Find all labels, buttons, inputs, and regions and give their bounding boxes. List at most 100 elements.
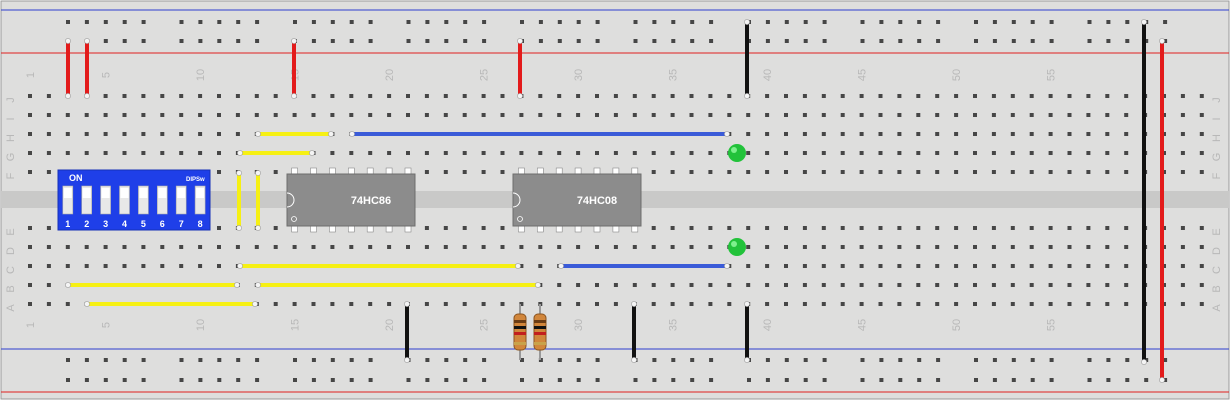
dip-toggle[interactable] [194, 185, 206, 215]
hole [784, 39, 789, 43]
hole [935, 302, 940, 306]
hole [859, 226, 864, 230]
hole [860, 39, 865, 43]
hole [765, 39, 770, 43]
resistor-1[interactable] [513, 304, 527, 360]
hole [368, 20, 373, 24]
row-letter: J [5, 97, 17, 103]
hole [1029, 226, 1034, 230]
hole [1124, 113, 1129, 117]
hole [443, 170, 448, 174]
row-letter: C [1211, 266, 1223, 274]
hole [992, 378, 997, 382]
hole [425, 39, 430, 43]
dip-toggle[interactable] [100, 185, 111, 215]
hole [1030, 20, 1035, 24]
hole [803, 39, 808, 43]
hole [916, 113, 921, 117]
hole [273, 113, 278, 117]
hole [557, 302, 562, 306]
hole [935, 170, 940, 174]
dip-toggle[interactable] [157, 185, 168, 215]
hole [821, 245, 826, 249]
row-letter: E [1211, 228, 1223, 235]
row-letter: D [1211, 247, 1223, 255]
chip-74hc08[interactable]: 74HC08 [512, 167, 642, 233]
hole [443, 113, 448, 117]
hole [936, 20, 941, 24]
hole [235, 94, 240, 98]
hole [708, 283, 713, 287]
hole [1199, 283, 1204, 287]
hole [160, 264, 165, 268]
dip-toggle[interactable] [119, 185, 130, 215]
hole [519, 245, 524, 249]
hole [368, 358, 373, 362]
hole [1105, 245, 1110, 249]
hole [576, 20, 581, 24]
hole [179, 264, 184, 268]
hole [973, 151, 977, 155]
hole [1124, 302, 1129, 306]
hole [1029, 151, 1034, 155]
column-number: 5 [101, 72, 113, 78]
chip-74hc86[interactable]: 74HC86 [286, 167, 416, 233]
hole [103, 39, 108, 43]
hole [974, 358, 978, 362]
hole [538, 151, 543, 155]
hole [179, 245, 184, 249]
hole [917, 358, 922, 362]
led-lower[interactable] [728, 238, 746, 256]
dip-switch-number: 8 [198, 219, 203, 229]
hole [765, 283, 770, 287]
hole [822, 358, 827, 362]
hole [1086, 170, 1091, 174]
hole [330, 302, 335, 306]
dip-toggle[interactable] [62, 185, 74, 215]
hole [1105, 302, 1110, 306]
hole [973, 113, 977, 117]
hole [897, 170, 902, 174]
hole [974, 39, 978, 43]
hole [368, 39, 373, 43]
hole [46, 226, 51, 230]
hole [1029, 302, 1034, 306]
resistor-2[interactable] [533, 304, 547, 360]
hole [822, 39, 827, 43]
hole [1048, 283, 1053, 287]
chip-label: 74HC08 [577, 195, 617, 207]
hole [821, 264, 826, 268]
hole [840, 170, 845, 174]
dip-toggle[interactable] [138, 185, 149, 215]
hole [424, 113, 429, 117]
hole [217, 113, 221, 117]
dip-toggle[interactable] [175, 185, 187, 215]
hole [84, 132, 89, 136]
hole [1199, 94, 1204, 98]
hole [198, 113, 203, 117]
hole [1124, 283, 1129, 287]
hole [1124, 170, 1129, 174]
hole [1124, 94, 1129, 98]
hole [481, 226, 486, 230]
hole [141, 113, 146, 117]
hole [576, 94, 581, 98]
hole [1030, 39, 1035, 43]
row-letter: G [1211, 153, 1223, 162]
hole [293, 20, 297, 24]
hole [1010, 283, 1015, 287]
hole [652, 358, 657, 362]
hole [481, 94, 486, 98]
hole [784, 94, 788, 98]
hole [293, 358, 297, 362]
led-upper[interactable] [728, 144, 746, 162]
hole [1180, 245, 1185, 249]
hole [1124, 132, 1129, 136]
hole [916, 94, 921, 98]
hole [311, 302, 316, 306]
hole [784, 283, 788, 287]
hole [1163, 20, 1168, 24]
hole [1106, 378, 1111, 382]
dip-toggle[interactable] [81, 185, 92, 215]
